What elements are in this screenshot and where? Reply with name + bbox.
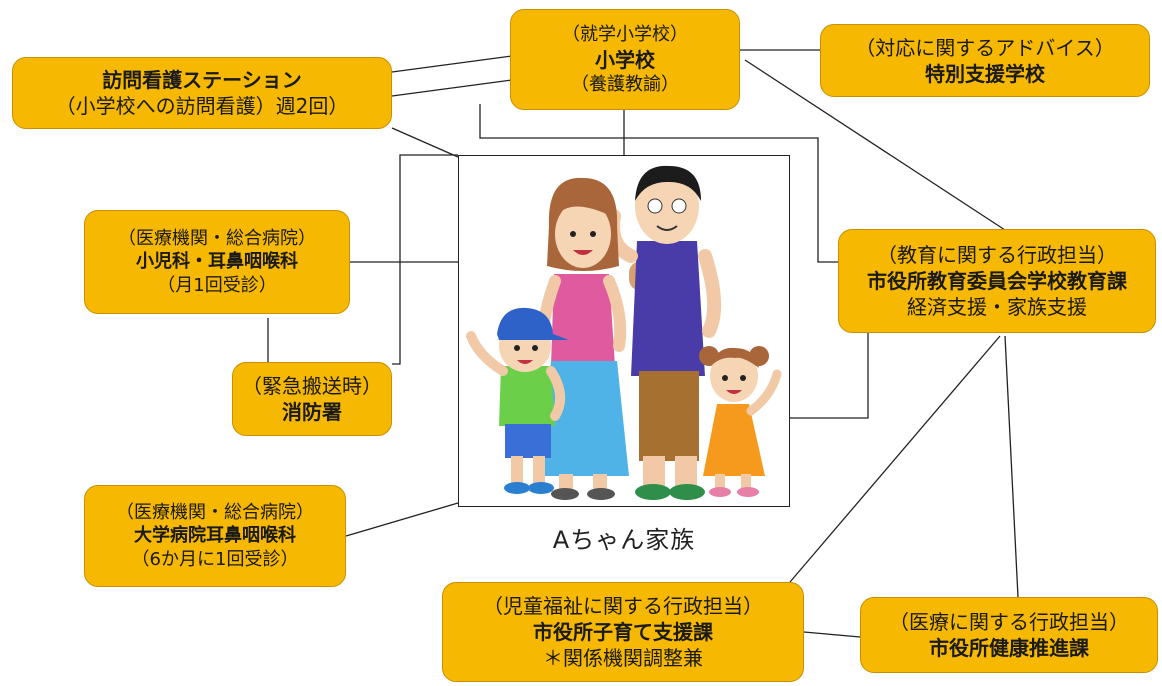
node-education-board: （教育に関する行政担当） 市役所教育委員会学校教育課 経済支援・家族支援 [838,229,1156,333]
node-note: （月1回受診） [157,274,277,296]
family-label: Aちゃん家族 [552,526,696,554]
node-special-support-school: （対応に関するアドバイス） 特別支援学校 [820,24,1150,97]
node-note: （緊急搬送時） [242,374,382,398]
node-note: （教育に関する行政担当） [877,243,1117,267]
link-education-childcare [789,335,1001,583]
node-title: 市役所健康推進課 [929,636,1089,660]
link-nursing-family [391,127,459,158]
link-nursing-school [391,55,513,73]
node-note: （児童福祉に関する行政担当） [483,594,763,618]
node-home-nursing-station: 訪問看護ステーション （小学校への訪問看護）週2回） [12,57,392,129]
link-nursing-school-2 [391,79,513,97]
node-health-promotion: （医療に関する行政担当） 市役所健康推進課 [860,597,1158,673]
girl-figure [699,346,782,497]
node-fire-station: （緊急搬送時） 消防署 [232,362,392,436]
node-note: （医療機関・総合病院） [118,227,316,249]
node-title: 小児科・耳鼻咽喉科 [136,251,298,273]
node-note: （養護教諭） [571,73,679,95]
node-note: ＊関係機関調整兼 [543,646,703,670]
node-title: 小学校 [595,47,655,72]
family-picture-frame [458,155,790,507]
node-title: 消防署 [282,400,342,424]
link-childcare-health [803,631,861,638]
link-school-education [744,59,1006,231]
link-university-family [345,502,459,537]
family-illustration [466,165,782,500]
node-elementary-school: （就学小学校） 小学校 （養護教諭） [510,9,740,110]
node-note: （6か月に1回受診） [131,548,299,570]
node-title: 市役所子育て支援課 [533,620,713,644]
node-note: （小学校への訪問看護）週2回） [55,94,349,118]
link-nursing-education [479,104,838,263]
node-note: 経済支援・家族支援 [907,295,1087,319]
link-education-health [1004,335,1019,598]
node-childcare-support: （児童福祉に関する行政担当） 市役所子育て支援課 ＊関係機関調整兼 [442,582,804,682]
node-title: 訪問看護ステーション [102,68,302,92]
node-pediatrics: （医療機関・総合病院） 小児科・耳鼻咽喉科 （月1回受診） [84,210,350,314]
boy-figure [466,307,569,494]
node-note: （就学小学校） [562,24,688,46]
node-title: 市役所教育委員会学校教育課 [867,269,1127,293]
node-university-hospital: （医療機関・総合病院） 大学病院耳鼻咽喉科 （6か月に1回受診） [84,485,346,587]
node-title: 特別支援学校 [925,61,1045,86]
node-note: （医療機関・総合病院） [116,501,314,523]
node-title: 大学病院耳鼻咽喉科 [134,525,296,547]
father-figure [606,165,722,500]
link-family-education [790,333,869,419]
node-note: （医療に関する行政担当） [889,610,1129,634]
link-fire-family [392,154,458,365]
node-note: （対応に関するアドバイス） [855,35,1115,60]
